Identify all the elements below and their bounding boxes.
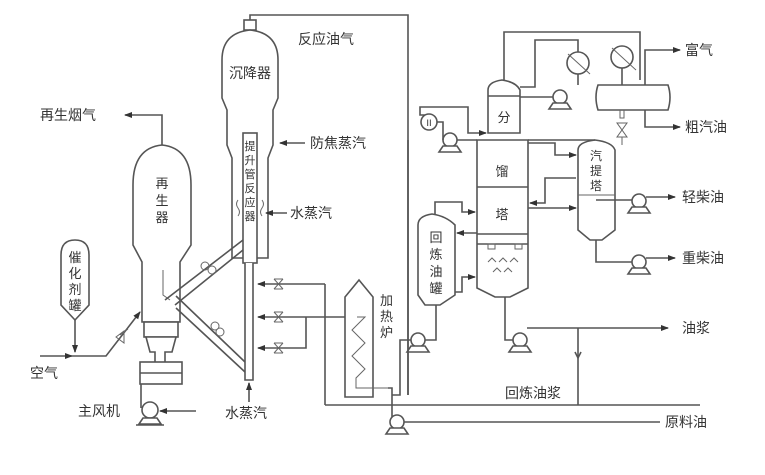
spent-catalyst-standpipe [175,295,246,373]
svg-text:汽: 汽 [590,148,602,163]
slurry-oil-label: 油浆 [682,321,710,337]
regenerator-label-2: 生 [155,194,168,209]
feed-valve-3[interactable] [273,342,284,354]
main-air-blower-label: 主风机 [78,404,120,420]
svg-text:器: 器 [245,210,256,223]
stripper: 汽 提 塔 [577,139,616,241]
overhead-condenser-2[interactable] [610,45,637,71]
recycle-oil-pump[interactable] [405,332,431,353]
light-diesel-pump[interactable] [626,193,652,214]
slide-valve-lower[interactable] [210,321,225,337]
recycle-slurry-label: 回炼油浆 [505,386,561,402]
svg-text:升: 升 [245,154,256,167]
settler-label: 沉降器 [229,66,271,82]
svg-text:反: 反 [245,182,256,195]
light-diesel-label: 轻柴油 [682,190,724,206]
air-valve[interactable] [115,328,129,344]
flue-gas-line [124,112,163,145]
steam-bottom-label: 水蒸汽 [225,406,267,422]
steam-upper-label: 水蒸汽 [290,206,332,222]
feed-valve-1[interactable] [273,278,284,290]
svg-text:催: 催 [68,251,81,266]
heavy-diesel-pump[interactable] [626,254,652,275]
gas-oil-separator [595,84,671,145]
svg-text:罐: 罐 [429,282,442,297]
main-air-blower[interactable] [136,401,164,426]
svg-text:剂: 剂 [68,283,81,298]
slide-valve-upper[interactable] [200,261,217,275]
feed-valve-2[interactable] [273,311,284,323]
feed-pump[interactable] [384,414,410,435]
heating-furnace [344,278,388,398]
circulating-cooler[interactable]: II [420,113,438,131]
svg-text:油: 油 [429,265,442,280]
regenerator-label-3: 器 [155,211,168,226]
fractionator-label-bot: 塔 [495,208,508,223]
rich-gas-label: 富气 [685,42,713,59]
svg-text:加: 加 [380,294,393,309]
svg-text:热: 热 [380,310,393,325]
svg-text:管: 管 [245,167,256,181]
reaction-oil-gas-label: 反应油气 [298,31,354,48]
air-label: 空气 [30,366,58,382]
fractionator-label-mid: 馏 [495,165,508,180]
overhead-condenser-1[interactable] [566,51,591,75]
regenerator: 再 生 器 [132,144,192,385]
crude-gasoline-label: 粗汽油 [685,120,727,136]
svg-text:回: 回 [429,231,442,246]
svg-text:塔: 塔 [590,179,602,193]
flue-gas-label: 再生烟气 [40,108,96,124]
svg-text:应: 应 [245,195,256,209]
svg-text:化: 化 [68,267,81,282]
heavy-diesel-label: 重柴油 [682,251,724,267]
recycle-oil-tank: 回 炼 油 罐 [417,213,456,306]
reflux-pump-top[interactable] [547,89,573,110]
circulating-pump[interactable] [437,132,463,153]
catalyst-tank: 催 化 剂 罐 [60,239,90,322]
feed-oil-label: 原料油 [665,415,707,431]
main-fractionator: 分 馏 塔 [476,79,529,298]
svg-text:罐: 罐 [68,299,81,314]
anti-coking-steam-label: 防焦蒸汽 [310,136,366,152]
riser-reactor: 提 升 管 反 应 器 [236,132,264,264]
svg-text:提: 提 [245,140,256,153]
svg-text:炼: 炼 [429,248,442,263]
fractionator-label-top: 分 [497,111,510,126]
svg-text:炉: 炉 [380,326,393,341]
svg-text:II: II [426,119,431,129]
svg-text:提: 提 [590,163,602,178]
slurry-pump[interactable] [507,332,533,353]
regenerator-label-1: 再 [155,177,168,192]
